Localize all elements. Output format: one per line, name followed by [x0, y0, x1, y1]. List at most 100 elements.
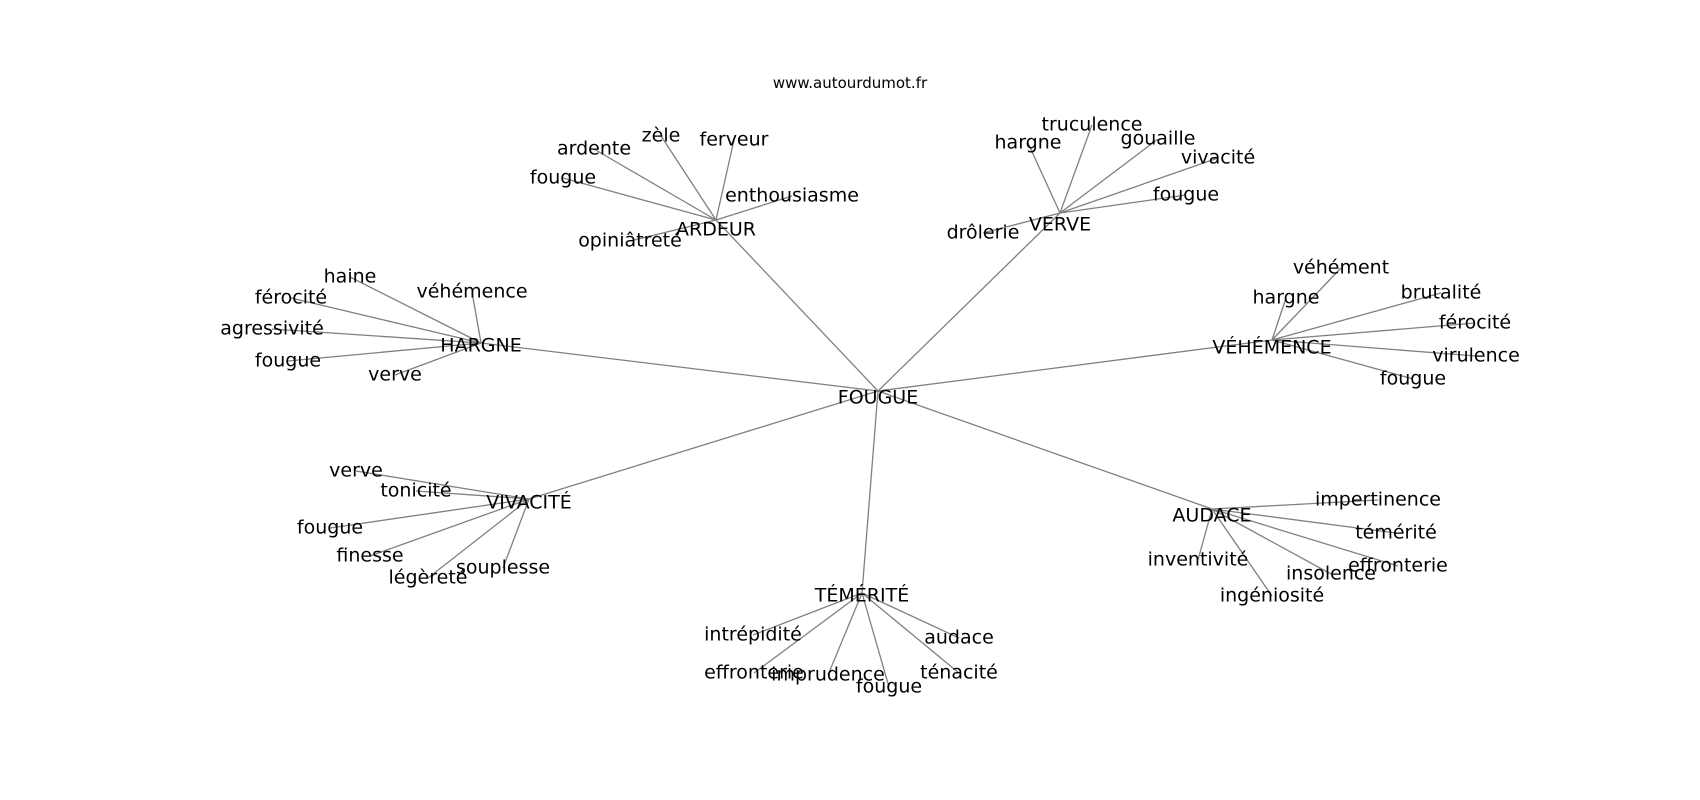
leaf-node-label: truculence [1042, 114, 1143, 136]
edge-cluster-3-leaf-6 [471, 291, 482, 344]
leaf-node-label: impertinence [1315, 489, 1441, 511]
leaf-node-label: hargne [1253, 287, 1320, 309]
edge-cluster-4-leaf-5 [1271, 339, 1477, 357]
leaf-node-label: haine [324, 266, 377, 288]
edge-cluster-7-leaf-1 [752, 592, 863, 636]
graph-edges [271, 124, 1477, 688]
edge-cluster-6-leaf-5 [1211, 508, 1273, 597]
leaf-node-label: fougue [1380, 368, 1446, 390]
edge-cluster-1-leaf-1 [593, 148, 717, 221]
leaf-node-label: brutalité [1401, 282, 1482, 304]
edge-cluster-3-leaf-3 [271, 328, 482, 344]
edge-cluster-1-leaf-3 [715, 139, 735, 221]
leaf-node-label: fougue [530, 167, 596, 189]
edge-cluster-6-leaf-1 [1211, 499, 1379, 510]
edge-root-4 [877, 339, 1273, 392]
edge-cluster-5-leaf-6 [502, 498, 530, 569]
edge-cluster-2-leaf-6 [982, 212, 1061, 234]
edge-root-7 [861, 390, 879, 594]
leaf-node-label: effronterie [1348, 555, 1448, 577]
edge-cluster-7-leaf-3 [827, 592, 863, 676]
edge-cluster-7-leaf-4 [861, 592, 890, 688]
leaf-node-label: véhément [1293, 257, 1389, 279]
leaf-node-label: verve [329, 460, 383, 482]
edge-cluster-6-leaf-2 [1211, 508, 1397, 534]
leaf-node-label: opiniâtreté [578, 230, 682, 252]
leaf-node-label: véhémence [416, 281, 527, 303]
edge-cluster-2-leaf-1 [1027, 142, 1061, 214]
edge-cluster-3-leaf-4 [287, 342, 482, 362]
leaf-node-label: fougue [856, 676, 922, 698]
cluster-node-label: VÉHÉMENCE [1212, 336, 1331, 359]
edge-cluster-4-leaf-2 [1271, 297, 1287, 341]
site-url: www.autourdumot.fr [773, 74, 928, 92]
edge-cluster-2-leaf-2 [1059, 124, 1093, 214]
edge-cluster-1-leaf-2 [660, 135, 717, 221]
edge-cluster-5-leaf-2 [415, 490, 530, 500]
cluster-node-label: ARDEUR [676, 219, 756, 241]
leaf-node-label: souplesse [456, 557, 550, 579]
edge-cluster-5-leaf-4 [369, 498, 530, 557]
edge-cluster-7-leaf-2 [753, 592, 863, 674]
edge-cluster-5-leaf-3 [329, 498, 530, 529]
leaf-node-label: vivacité [1181, 147, 1255, 169]
root-node-label: FOUGUE [838, 387, 918, 409]
edge-cluster-1-leaf-6 [629, 219, 717, 242]
leaf-node-label: finesse [336, 545, 403, 567]
edge-cluster-4-leaf-6 [1271, 339, 1414, 380]
leaf-node-label: tonicité [380, 480, 451, 502]
leaf-node-label: fougue [1153, 184, 1219, 206]
edge-cluster-4-leaf-1 [1271, 267, 1342, 341]
cluster-node-label: VIVACITÉ [486, 491, 572, 514]
edge-cluster-6-leaf-6 [1197, 508, 1213, 561]
edge-cluster-3-leaf-5 [394, 342, 482, 376]
leaf-node-label: ténacité [920, 662, 998, 684]
leaf-node-label: intrépidité [704, 624, 802, 646]
cluster-node-label: AUDACE [1172, 505, 1251, 527]
edge-cluster-2-leaf-3 [1059, 138, 1159, 214]
leaf-node-label: inventivité [1148, 549, 1249, 571]
leaf-node-label: fougue [255, 350, 321, 372]
edge-root-5 [528, 390, 879, 500]
leaf-node-label: drôlerie [947, 222, 1020, 244]
edge-cluster-7-leaf-6 [861, 592, 960, 674]
leaf-node-label: insolence [1286, 563, 1376, 585]
edge-cluster-3-leaf-1 [349, 276, 482, 344]
leaf-node-label: ingéniosité [1220, 585, 1324, 607]
edge-cluster-2-leaf-5 [1059, 194, 1187, 214]
leaf-node-label: férocité [255, 287, 327, 309]
leaf-node-label: légèreté [389, 567, 468, 589]
edge-cluster-2-leaf-4 [1059, 157, 1219, 214]
leaf-node-label: verve [368, 364, 422, 386]
leaf-node-label: zèle [642, 125, 681, 147]
leaf-node-label: témérité [1355, 522, 1437, 544]
edge-cluster-1-leaf-5 [715, 195, 793, 221]
edge-root-6 [877, 390, 1213, 510]
edge-root-1 [715, 219, 879, 392]
leaf-node-label: imprudence [771, 664, 885, 686]
leaf-node-label: agressivité [220, 318, 324, 340]
leaf-node-label: enthousiasme [725, 185, 859, 207]
edge-cluster-6-leaf-4 [1211, 508, 1332, 575]
leaf-node-label: hargne [995, 132, 1062, 154]
leaf-node-label: audace [924, 627, 994, 649]
edge-cluster-7-leaf-5 [861, 592, 960, 639]
edge-cluster-5-leaf-1 [355, 470, 530, 500]
leaf-node-label: férocité [1439, 312, 1511, 334]
leaf-node-label: gouaille [1121, 128, 1196, 150]
leaf-node-label: ferveur [700, 129, 769, 151]
edge-cluster-6-leaf-3 [1211, 508, 1399, 567]
leaf-node-label: effronterie [704, 662, 804, 684]
edge-root-3 [480, 342, 879, 392]
edge-cluster-4-leaf-4 [1271, 322, 1476, 341]
edge-root-2 [877, 212, 1061, 392]
edge-cluster-3-leaf-2 [290, 297, 482, 344]
cluster-node-label: HARGNE [440, 335, 521, 357]
leaf-node-label: fougue [297, 517, 363, 539]
leaf-node-label: virulence [1432, 345, 1520, 367]
edge-cluster-1-leaf-4 [562, 177, 717, 221]
edge-cluster-4-leaf-3 [1271, 292, 1442, 341]
